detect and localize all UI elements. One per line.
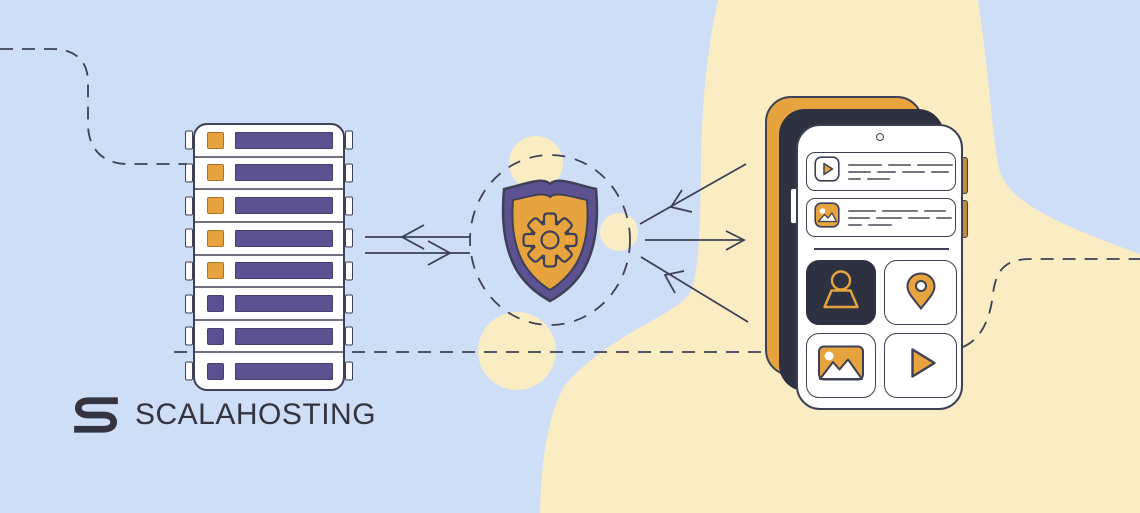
arrowhead-lower <box>663 270 685 294</box>
text-line-segment <box>936 216 952 219</box>
server-unit <box>195 155 343 189</box>
text-line-segment <box>882 209 918 212</box>
feed-card <box>806 198 956 237</box>
dashed-path-top-left <box>0 48 187 165</box>
screen-divider <box>814 248 949 250</box>
server-unit <box>195 351 343 389</box>
brand-name: SCALAHOSTING <box>135 398 377 431</box>
text-line-segment <box>868 223 892 226</box>
server-unit <box>195 220 343 254</box>
server-bar <box>235 229 333 247</box>
smartphone-screen <box>796 124 963 410</box>
server-bar <box>235 327 333 345</box>
arrowhead-left <box>400 224 425 250</box>
location-pin-icon <box>899 268 943 317</box>
dashed-path-right <box>962 258 1140 348</box>
text-line-segment <box>908 216 930 219</box>
server-unit <box>195 125 343 156</box>
arrowhead-middle <box>725 230 746 251</box>
text-line-segment <box>877 170 896 173</box>
text-line-segment <box>917 163 953 166</box>
feed-list <box>806 152 956 237</box>
text-line-segment <box>924 209 946 212</box>
server-bar <box>235 262 333 280</box>
text-line-segment <box>867 177 890 180</box>
app-card-image <box>806 333 876 398</box>
text-line-segment <box>888 163 911 166</box>
scalahosting-logo: SCALAHOSTING <box>70 394 376 436</box>
feed-card <box>806 152 956 191</box>
yellow-circle-bottom <box>478 312 556 390</box>
arrowhead-right <box>427 240 452 266</box>
server-led <box>207 295 224 313</box>
server-unit <box>195 253 343 287</box>
server-rack <box>193 123 345 391</box>
app-card-location-pin <box>884 260 957 325</box>
server-bar <box>235 362 333 380</box>
server-bar <box>235 131 333 149</box>
server-unit <box>195 318 343 352</box>
gear-icon <box>522 212 578 268</box>
arrowhead-upper <box>669 189 693 213</box>
server-led <box>207 197 224 215</box>
text-line-segment <box>848 223 862 226</box>
text-line-segment <box>848 177 861 180</box>
server-bar <box>235 197 333 215</box>
shield-phone-arrows <box>639 163 749 323</box>
text-line-segment <box>848 163 882 166</box>
server-unit <box>195 286 343 319</box>
server-unit <box>195 188 343 221</box>
server-led <box>207 327 224 345</box>
dashed-circle <box>469 154 631 326</box>
play-icon <box>814 156 840 187</box>
server-shield-arrows <box>365 224 470 266</box>
yellow-circle-top <box>509 136 563 190</box>
feed-text-lines <box>848 209 952 226</box>
server-led <box>207 164 224 182</box>
server-led <box>207 229 224 247</box>
server-led <box>207 262 224 280</box>
app-grid <box>806 260 957 398</box>
app-card-play <box>884 333 957 398</box>
play-icon <box>899 343 943 388</box>
feed-text-lines <box>848 163 953 180</box>
image-icon <box>814 202 840 233</box>
camera-dot <box>875 133 884 141</box>
security-shield <box>493 172 607 306</box>
text-line-segment <box>931 170 949 173</box>
image-icon <box>817 343 865 388</box>
text-line-segment <box>848 209 876 212</box>
server-led <box>207 362 224 380</box>
yellow-circle-right <box>600 213 638 251</box>
text-line-segment <box>876 216 902 219</box>
server-bar <box>235 295 333 313</box>
server-led <box>207 131 224 149</box>
text-line-segment <box>848 216 870 219</box>
app-card-user <box>806 260 876 325</box>
scalahosting-s-mark <box>74 397 118 433</box>
server-bar <box>235 164 333 182</box>
text-line-segment <box>902 170 925 173</box>
user-icon <box>817 267 865 318</box>
text-line-segment <box>848 170 871 173</box>
